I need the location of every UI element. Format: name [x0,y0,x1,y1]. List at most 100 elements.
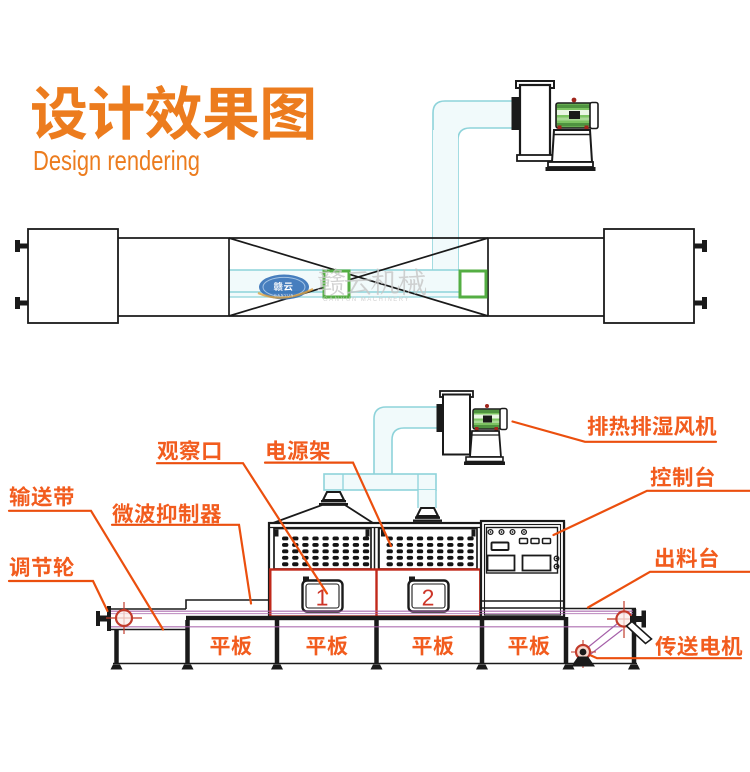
door-latch [409,576,415,582]
label-console [552,466,750,537]
label-power-rack [263,440,393,548]
duct-drop-top-view-part [433,130,458,271]
motor-belt-1 [586,623,618,649]
vent-holes-1-part [322,542,329,547]
watermark-logo-text [273,281,293,291]
vent-holes-2-part [457,549,464,554]
vent-holes-1-part [312,549,319,554]
label-console-text-part [650,466,671,487]
vent-holes-2-part [437,555,444,560]
vent-holes-2-part [396,549,403,554]
label-conveyor-motor-text-part [701,635,720,656]
page-title-part [203,87,259,140]
vent-holes-1-part [302,536,309,541]
vent-holes-2-part [416,542,424,547]
feet-part [628,664,640,670]
motor-end-cap [499,407,508,431]
vent-holes-1-part [332,555,339,560]
label-flat-plate-1-part [231,635,252,656]
fan-motor-part [584,125,589,130]
vent-panel-2 [378,527,478,570]
exhaust-duct-top-part [457,127,513,271]
vent-holes-2-part [386,562,393,567]
vent-holes-1-part [282,555,289,560]
vent-holes-2-part [396,555,403,560]
vent-cap-2-part [415,507,440,517]
vent-holes-2-part [437,536,444,541]
watermark: GANYUN GANYUN MACHINERY [257,268,427,303]
control-buttons-part [518,537,529,545]
vent-holes-2-part [416,562,424,567]
label-discharge-table-text [655,547,719,568]
vent-cap-1-part [321,500,346,503]
label-exhaust-fan-text-part [609,415,630,437]
label-exhaust-fan-text-part [695,415,717,436]
vent-holes-2-part [406,562,414,567]
control-panel-face [485,526,559,574]
control-buttons-part [541,537,552,545]
machine-hood [272,491,442,524]
cavity-number-1: 1 [316,585,329,611]
cabinet-panel-right [521,554,552,572]
label-conveyor-belt-text-part [9,486,31,507]
label-conveyor-belt-text [9,486,74,507]
vent-holes-2-part [447,536,454,541]
adjust-wheel-assembly [96,602,142,634]
outfeed-wheel-assembly [607,601,653,645]
feet-part [110,664,123,670]
vent-holes-2-part [467,536,474,541]
vent-cap-1-part [321,491,346,501]
machine-hood-part [272,504,374,524]
vent-holes-2-part [447,542,454,547]
shaft-pins-left-part [20,243,28,249]
vent-holes-1-part [362,536,370,541]
label-observation-port [155,440,329,595]
label-flat-plate-4-part [529,635,550,656]
label-flat-plate-3-part [433,635,454,656]
vent-holes-2-part [426,536,434,541]
vent-holes-1-part [292,562,299,567]
label-microwave-suppressor [110,503,253,605]
label-exhaust-fan-text-part [630,415,652,436]
fan-housing [518,83,552,159]
vent-holes-1-part [322,562,329,567]
side-knobs-part [555,557,558,560]
shaft-pins-right-part [694,243,702,249]
label-observation-port-text [157,440,221,461]
watermark-brand-text-part [344,271,372,295]
exhaust-duct-bottom-part [373,406,438,475]
shaft-pins-right-part [694,300,702,306]
cavity-number-2: 2 [422,585,435,611]
vent-holes-2-part [467,555,474,560]
fan-stand [464,430,505,465]
vent-holes-1-part [352,536,360,541]
tunnel-outline [118,237,604,317]
panel-tabs-part [274,529,279,537]
fan-stand-part [545,167,596,171]
fan-housing [442,393,471,456]
watermark-logo-sub: GANYUN [274,294,294,298]
shaft-end-cap [641,610,646,628]
panel-tabs [274,529,476,537]
indicator-knobs-part [520,528,528,536]
label-console-leader-line [552,489,750,537]
label-adjust-wheel-leader-line [7,579,109,613]
fan-motor-part [557,125,562,130]
vent-cap-1 [319,491,348,506]
control-buttons-part [530,537,540,545]
shaft-pins-right-part [702,240,707,252]
label-flat-plate-1 [210,635,252,656]
motor-hub [569,111,580,119]
feet-part [370,664,383,670]
vent-holes-2-part [447,562,454,567]
label-power-rack-leader-line [263,461,393,548]
wheel-shaft [630,616,643,622]
vent-holes-1-part [322,555,329,560]
fan-inlet-flange [436,404,444,432]
indicator-knobs-part [523,531,525,533]
vent-holes-1 [282,536,370,567]
label-console-text-part [672,466,693,487]
vent-holes-1-part [312,536,319,541]
exhaust-duct-bottom-part [374,407,438,475]
feet-part [562,664,575,670]
